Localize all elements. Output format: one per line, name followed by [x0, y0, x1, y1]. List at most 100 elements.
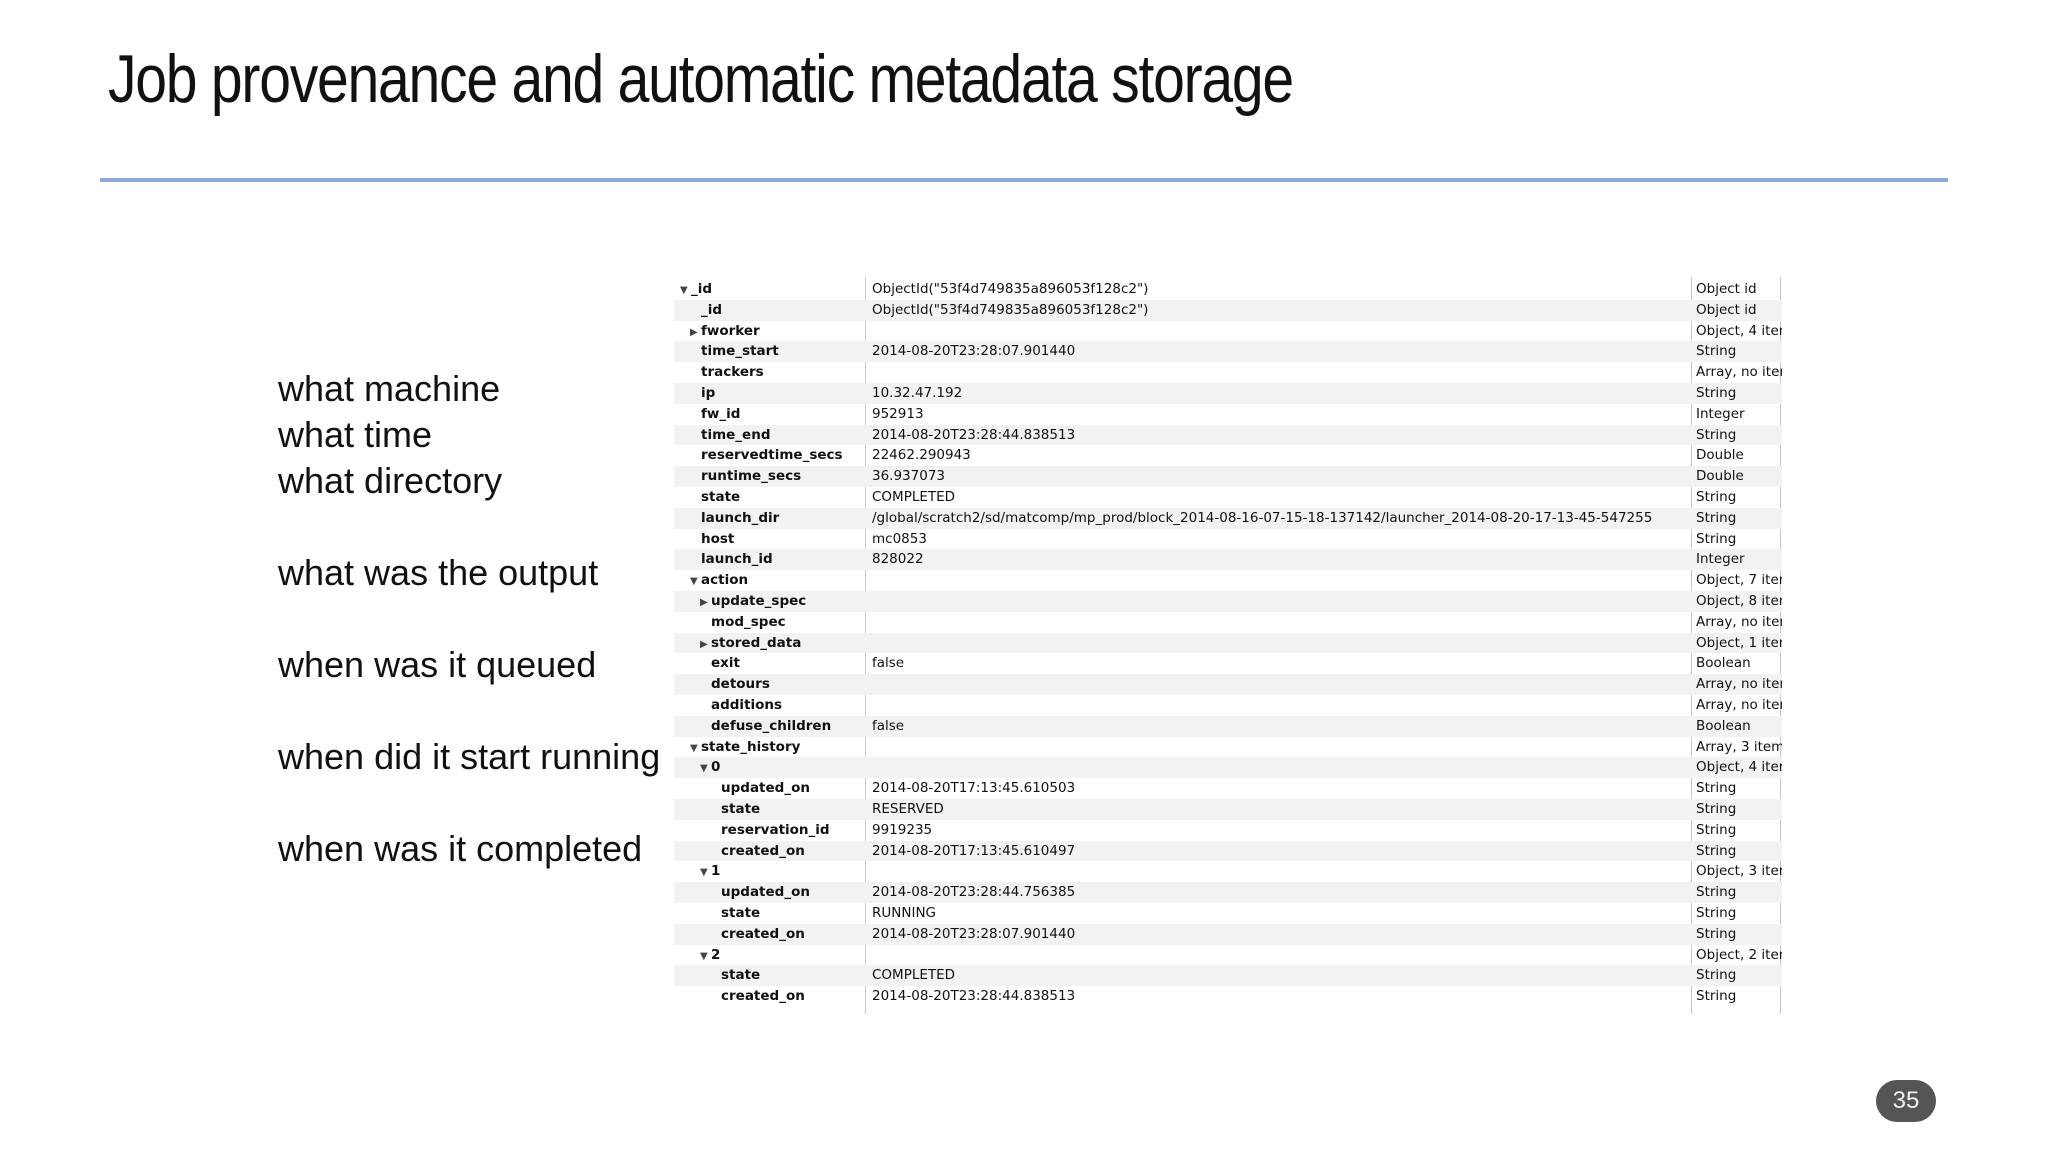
tree-row-key: launch_id: [674, 549, 880, 570]
tree-row-value: false: [872, 717, 905, 734]
tree-key-label: fworker: [701, 322, 760, 339]
tree-row[interactable]: ▼state_history Array, 3 item: [674, 737, 1782, 758]
tree-row-value: 828022: [872, 551, 924, 568]
tree-row-key: time_end: [674, 425, 880, 446]
expand-triangle-icon[interactable]: ▼: [700, 763, 708, 775]
tree-row-key: ▶fworker: [674, 321, 880, 344]
tree-row-value: 2014-08-20T23:28:44.838513: [872, 426, 1076, 443]
tree-row[interactable]: launch_id 828022 Integer: [674, 549, 1782, 571]
tree-row-type: String: [1696, 530, 1737, 547]
tree-key-label: ip: [701, 385, 716, 401]
tree-row-value: 9919235: [872, 821, 933, 838]
tree-row-type: Integer: [1696, 551, 1745, 568]
tree-row-key: updated_on: [674, 882, 900, 903]
tree-row-type: Object, 4 iter: [1696, 322, 1782, 339]
tree-key-label: created_on: [721, 988, 805, 1005]
tree-row[interactable]: reservation_id 9919235 String: [674, 820, 1782, 841]
expand-triangle-icon[interactable]: ▼: [680, 285, 688, 296]
tree-row-key: ▼2: [674, 945, 890, 968]
tree-row-type: String: [1696, 884, 1737, 901]
tree-key-label: time_end: [701, 426, 771, 443]
tree-row-type: String: [1696, 821, 1737, 838]
tree-row-type: Integer: [1696, 405, 1745, 422]
tree-key-label: created_on: [721, 925, 805, 942]
tree-key-label: fw_id: [701, 405, 741, 422]
tree-row-type: Array, no iter: [1696, 613, 1782, 630]
tree-row-key: time_start: [674, 341, 880, 362]
tree-row-type: String: [1696, 988, 1737, 1005]
tree-row-type: Object, 3 iter: [1696, 863, 1782, 880]
tree-row[interactable]: created_on 2014-08-20T23:28:44.838513 Stri…: [674, 986, 1782, 1007]
collapse-triangle-icon[interactable]: ▶: [690, 326, 698, 338]
tree-row-key: _id: [674, 300, 880, 321]
tree-row-key: mod_spec: [674, 612, 890, 633]
tree-key-label: trackers: [701, 364, 764, 381]
tree-row-key: detours: [674, 674, 890, 695]
expand-triangle-icon[interactable]: ▼: [700, 867, 708, 879]
expand-triangle-icon[interactable]: ▼: [700, 950, 708, 962]
tree-key-label: _id: [691, 281, 713, 297]
tree-row-value: 2014-08-20T23:28:44.838513: [872, 988, 1076, 1005]
tree-key-label: launch_id: [701, 551, 773, 568]
expand-triangle-icon[interactable]: ▼: [690, 576, 698, 588]
tree-row-type: String: [1696, 801, 1737, 817]
tree-row[interactable]: launch_dir/global/scratch2/sd/matcomp/mp…: [674, 507, 1782, 529]
bullet-item: when was it completed: [278, 828, 643, 869]
tree-row-key: ▼1: [674, 861, 890, 884]
tree-key-label: detours: [711, 676, 770, 693]
tree-key-label: state: [721, 905, 761, 921]
tree-row-type: Double: [1696, 468, 1744, 485]
expand-triangle-icon[interactable]: ▼: [690, 742, 698, 754]
tree-row-key: ip: [674, 383, 880, 404]
tree-row-key: exit: [674, 653, 890, 674]
tree-key-label: mod_spec: [711, 613, 786, 630]
tree-row-key: state: [674, 487, 880, 508]
collapse-triangle-icon[interactable]: ▶: [700, 638, 708, 650]
tree-key-label: state_history: [701, 738, 801, 755]
tree-row[interactable]: ▼1 Object, 3 iter: [674, 861, 1782, 882]
tree-key-label: updated_on: [721, 780, 810, 797]
tree-key-label: action: [701, 572, 749, 589]
tree-row-value: COMPLETED: [872, 489, 956, 505]
tree-row-type: String: [1696, 842, 1737, 859]
tree-key-label: state: [721, 801, 761, 817]
collapse-triangle-icon[interactable]: ▶: [700, 597, 708, 608]
tree-key-label: reservedtime_secs: [701, 447, 843, 464]
tree-row-key: state: [674, 903, 900, 924]
tree-key-label: reservation_id: [721, 821, 830, 838]
tree-key-label: update_spec: [711, 593, 807, 609]
tree-row-key: state: [674, 965, 900, 986]
tree-row-type: Object id: [1696, 281, 1757, 297]
tree-row-type: Array, 3 item: [1696, 738, 1782, 755]
tree-row[interactable]: ▶fworker Object, 4 iter: [674, 321, 1782, 342]
tree-row[interactable]: mod_spec Array, no iter: [674, 612, 1782, 633]
bullet-list: what machine what time what directory wh…: [278, 366, 660, 872]
